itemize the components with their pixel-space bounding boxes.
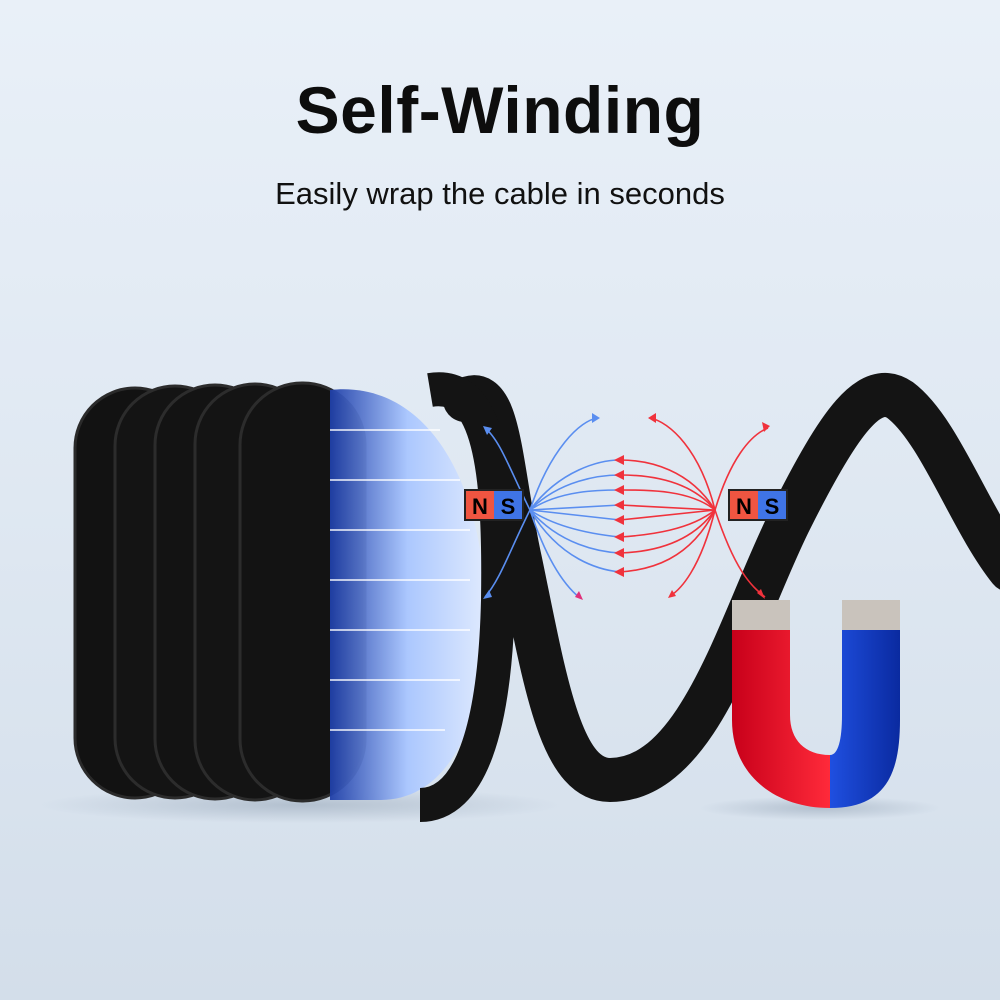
horseshoe-magnet-icon xyxy=(732,600,900,808)
south-pole-label: S xyxy=(758,489,788,521)
north-pole-label: N xyxy=(464,489,494,521)
north-pole-label: N xyxy=(728,489,758,521)
page-title: Self-Winding xyxy=(295,73,705,147)
magnetic-glow xyxy=(330,389,486,800)
cable-coil xyxy=(73,372,516,822)
south-pole-label: S xyxy=(494,489,524,521)
cable-tail xyxy=(443,373,1000,803)
magnetic-field-lines xyxy=(483,413,770,600)
magnet-shadow xyxy=(700,796,940,820)
page-subtitle: Easily wrap the cable in seconds xyxy=(275,176,725,211)
